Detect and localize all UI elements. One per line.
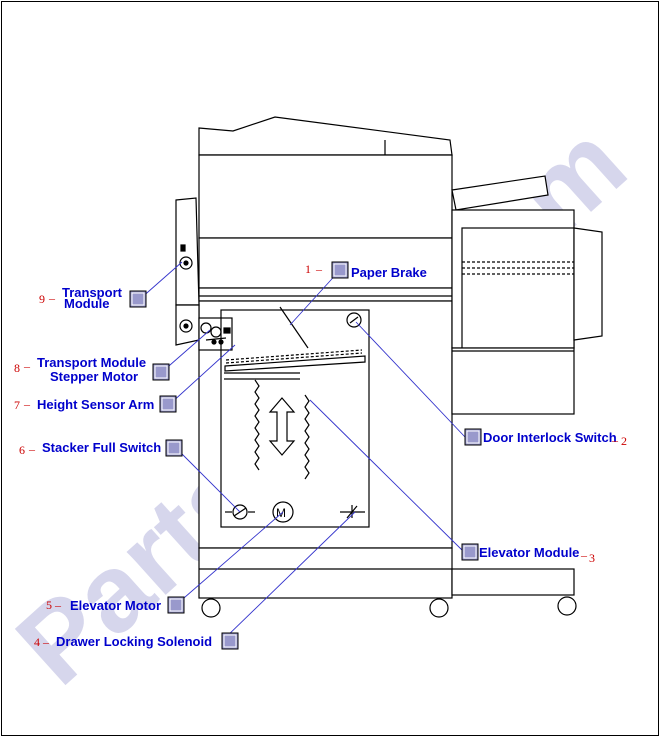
callout-dash: – — [48, 291, 56, 305]
callout-button[interactable] — [167, 596, 185, 614]
callout-button[interactable] — [129, 290, 147, 308]
callout-number: 7 — [14, 398, 20, 412]
callout-number: 3 — [589, 551, 595, 565]
callout-label-line-2: Stepper Motor — [50, 369, 138, 384]
callout-dash: – — [23, 359, 31, 373]
callout-drawer-locking-solenoid[interactable]: 4 – Drawer Locking Solenoid — [34, 632, 239, 650]
callout-button[interactable] — [165, 439, 183, 457]
callout-label: Elevator Module — [479, 545, 579, 560]
callout-paper-brake[interactable]: 1 – Paper Brake — [305, 261, 427, 280]
callout-label: Stacker Full Switch — [42, 440, 161, 455]
callout-number: 8 — [14, 361, 20, 375]
callout-label: Paper Brake — [351, 265, 427, 280]
callout-number: 4 — [34, 635, 40, 649]
svg-text:M: M — [276, 506, 286, 520]
callout-button[interactable] — [331, 261, 349, 279]
callout-transport-module[interactable]: 9 – Transport Module — [39, 285, 147, 311]
callout-number: 5 — [46, 598, 52, 612]
callout-dash: – — [23, 397, 31, 411]
callout-dash: – — [580, 548, 588, 562]
callout-label: Height Sensor Arm — [37, 397, 154, 412]
callout-label: Door Interlock Switch — [483, 430, 617, 445]
callout-dash: – — [611, 433, 619, 447]
callout-dash: – — [315, 262, 323, 276]
callout-elevator-module[interactable]: Elevator Module – 3 — [461, 543, 595, 565]
callout-button[interactable] — [461, 543, 479, 561]
callout-label-line-2: Module — [64, 296, 110, 311]
callout-dash: – — [28, 442, 36, 456]
callout-number: 6 — [19, 443, 25, 457]
callout-dash: – — [42, 635, 50, 649]
callout-button[interactable] — [221, 632, 239, 650]
callout-button[interactable] — [464, 428, 482, 446]
callout-label: Drawer Locking Solenoid — [56, 634, 212, 649]
callout-door-interlock-switch[interactable]: Door Interlock Switch – 2 — [464, 428, 627, 448]
leader-lines — [139, 261, 466, 642]
callout-height-sensor-arm[interactable]: 7 – Height Sensor Arm — [14, 395, 177, 413]
callout-label-line-1: Transport — [62, 285, 123, 300]
callout-button[interactable] — [159, 395, 177, 413]
callout-elevator-motor[interactable]: 5 – Elevator Motor — [46, 596, 185, 614]
callout-number: 9 — [39, 292, 45, 306]
printer-drawing: M — [175, 116, 603, 618]
callout-label: Elevator Motor — [70, 598, 161, 613]
callout-button[interactable] — [152, 363, 170, 381]
callout-stacker-full-switch[interactable]: 6 – Stacker Full Switch — [19, 439, 183, 457]
callout-number: 1 — [305, 262, 311, 276]
callout-label-line-1: Transport Module — [37, 355, 146, 370]
callout-dash: – — [54, 598, 62, 612]
callout-transport-module-stepper-motor[interactable]: 8 – Transport Module Stepper Motor — [14, 355, 170, 384]
callout-number: 2 — [621, 434, 627, 448]
